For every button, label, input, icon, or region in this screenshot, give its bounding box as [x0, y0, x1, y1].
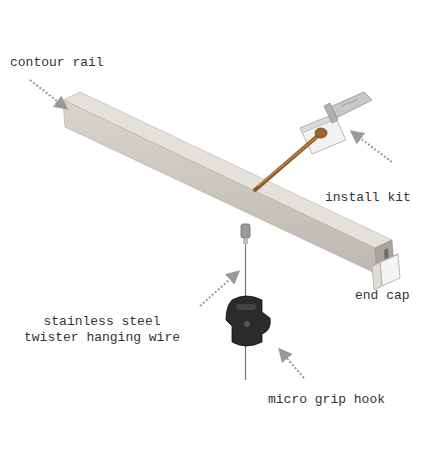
part-label: contour rail [10, 55, 140, 71]
end-cap [372, 254, 400, 290]
part-label: micro grip hook [268, 392, 428, 408]
micro-grip-hook [226, 296, 270, 346]
contour-rail [63, 92, 394, 274]
install-kit [255, 92, 372, 190]
part-label: stainless steel twister hanging wire [14, 314, 190, 346]
part-label: install kit [325, 190, 435, 206]
part-label: end cap [355, 288, 435, 304]
